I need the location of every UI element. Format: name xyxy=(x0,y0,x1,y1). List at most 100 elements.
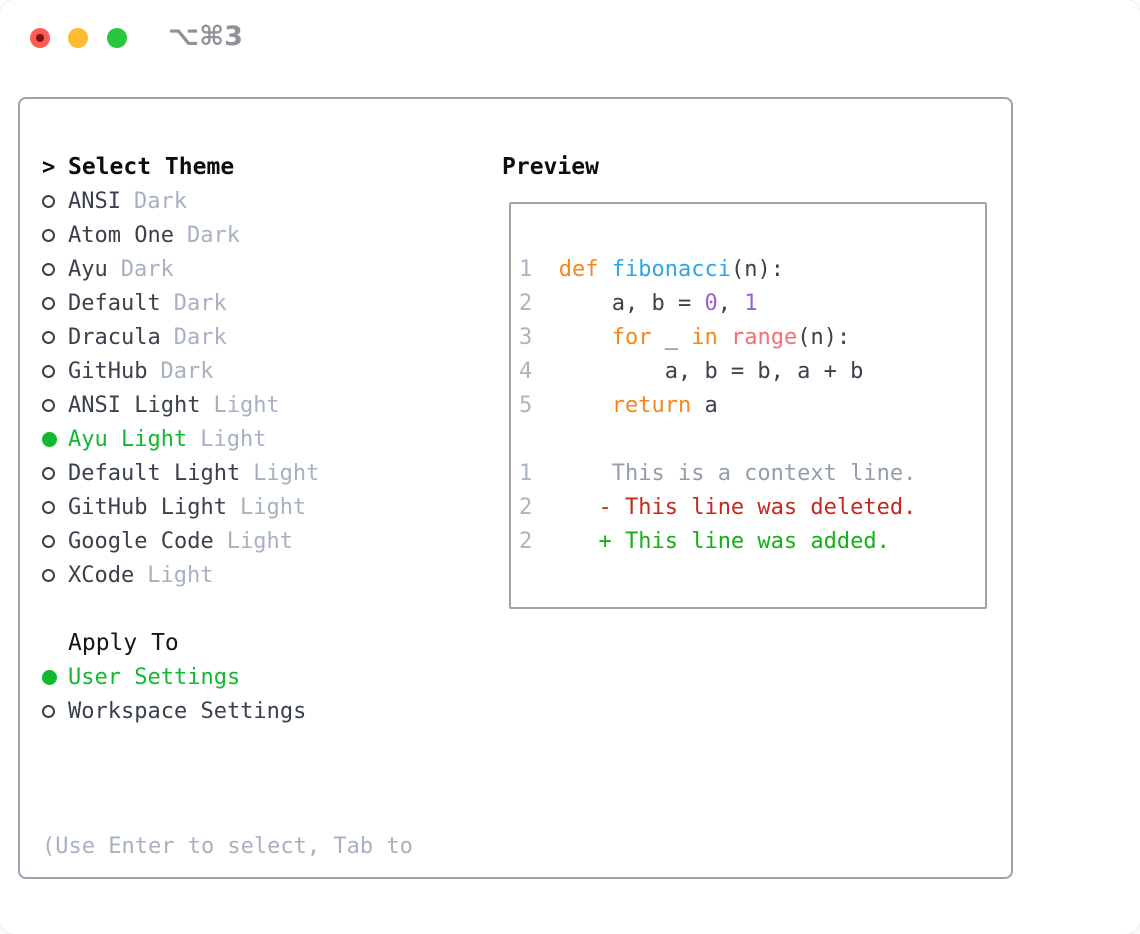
theme-name: ANSI Light xyxy=(68,392,201,418)
code-token: 0 xyxy=(704,290,718,316)
theme-variant-label: Light xyxy=(213,392,280,418)
theme-name: Atom One xyxy=(68,222,174,248)
theme-item-xcode[interactable]: XCode Light xyxy=(42,558,319,592)
radio-selected-icon xyxy=(42,669,57,685)
radio-icon xyxy=(42,534,55,548)
code-token: 3 xyxy=(519,324,559,350)
code-token: return xyxy=(611,392,692,418)
code-token: - This line was deleted. xyxy=(558,494,917,520)
theme-name: XCode xyxy=(68,562,135,588)
window-title: ⌥⌘3 xyxy=(168,21,243,52)
theme-name: Dracula xyxy=(68,324,161,350)
theme-name: Default xyxy=(68,290,161,316)
theme-variant-label: Light xyxy=(226,528,293,554)
code-token xyxy=(599,257,612,282)
code-line: 1 def fibonacci(n): xyxy=(519,252,916,286)
select-theme-heading: Select Theme xyxy=(68,154,235,180)
code-token: range xyxy=(730,324,798,350)
code-line: 3 for _ in range(n): xyxy=(519,320,916,354)
theme-variant-label: Dark xyxy=(186,222,240,248)
apply-to-heading-row: Apply To xyxy=(42,626,179,660)
code-token: for xyxy=(611,324,652,350)
code-token: 2 xyxy=(519,290,559,316)
code-token: + This line was added. xyxy=(558,528,890,554)
apply-to-heading: Apply To xyxy=(68,630,179,656)
minimize-button[interactable] xyxy=(68,28,88,48)
apply-option-label: Workspace Settings xyxy=(68,698,307,724)
close-dot-icon xyxy=(36,34,44,42)
radio-icon xyxy=(42,262,55,276)
code-token xyxy=(559,393,612,418)
code-token: 1 xyxy=(519,460,559,486)
theme-name: Google Code xyxy=(68,528,214,554)
theme-variant-label: Dark xyxy=(173,290,227,316)
apply-option-label: User Settings xyxy=(68,664,241,690)
radio-icon xyxy=(42,398,55,412)
theme-item-github[interactable]: GitHub Dark xyxy=(42,354,319,388)
code-token: This is a context line. xyxy=(558,460,917,486)
close-button[interactable] xyxy=(30,28,50,48)
code-token: 2 xyxy=(519,528,559,554)
code-line: 2 a, b = 0, 1 xyxy=(519,286,916,320)
theme-variant-label: Light xyxy=(239,494,307,520)
theme-variant-label: Light xyxy=(253,460,320,486)
radio-selected-icon xyxy=(42,431,57,447)
code-token: 4 xyxy=(519,358,559,384)
code-token: (n): xyxy=(730,256,784,282)
preview-heading: Preview xyxy=(502,154,599,180)
theme-variant-label: Dark xyxy=(120,256,174,282)
theme-name: Default Light xyxy=(68,460,241,486)
code-token: a xyxy=(691,392,718,418)
theme-name: GitHub xyxy=(68,358,148,384)
theme-item-atom-one[interactable]: Atom One Dark xyxy=(42,218,319,252)
theme-item-google-code[interactable]: Google Code Light xyxy=(42,524,319,558)
theme-variant-label: Light xyxy=(147,562,214,588)
radio-icon xyxy=(42,704,55,718)
theme-item-default[interactable]: Default Dark xyxy=(42,286,319,320)
code-token: def xyxy=(558,256,599,282)
help-text-line-1: (Use Enter to select, Tab to xyxy=(42,834,413,859)
theme-name: ANSI xyxy=(68,188,121,214)
code-token: 2 xyxy=(519,494,559,520)
theme-variant-label: Light xyxy=(200,426,267,452)
help-text: (Use Enter to select, Tab to change focu… xyxy=(42,762,413,934)
theme-name: GitHub Light xyxy=(68,494,227,520)
code-line: 1 This is a context line. xyxy=(519,456,916,490)
code-token: 1 xyxy=(744,290,758,316)
code-token: _ xyxy=(651,324,692,350)
theme-name: Ayu Light xyxy=(68,426,188,452)
code-token xyxy=(718,325,731,350)
code-token: 5 xyxy=(519,392,559,418)
radio-icon xyxy=(42,194,55,208)
theme-item-ayu-light[interactable]: Ayu Light Light xyxy=(42,422,319,456)
code-line: 2 + This line was added. xyxy=(519,524,916,558)
code-token: a, b = b, a + b xyxy=(558,358,864,384)
maximize-button[interactable] xyxy=(107,28,127,48)
code-token: 1 xyxy=(519,256,559,282)
code-line xyxy=(519,422,916,456)
radio-icon xyxy=(42,568,55,582)
radio-icon xyxy=(42,500,55,514)
theme-item-ansi-light[interactable]: ANSI Light Light xyxy=(42,388,319,422)
radio-icon xyxy=(42,296,55,310)
theme-item-github-light[interactable]: GitHub Light Light xyxy=(42,490,319,524)
titlebar: ⌥⌘3 xyxy=(0,0,1140,75)
code-token: a, b = xyxy=(558,290,705,316)
apply-option-workspace-settings[interactable]: Workspace Settings xyxy=(42,694,306,728)
theme-item-default-light[interactable]: Default Light Light xyxy=(42,456,319,490)
code-token: (n): xyxy=(797,324,851,350)
code-line: 5 return a xyxy=(519,388,916,422)
code-token: in xyxy=(691,324,718,350)
theme-variant-label: Dark xyxy=(160,358,214,384)
code-token xyxy=(559,325,612,350)
code-token: , xyxy=(717,290,745,316)
apply-option-user-settings[interactable]: User Settings xyxy=(42,660,306,694)
code-line: 4 a, b = b, a + b xyxy=(519,354,916,388)
